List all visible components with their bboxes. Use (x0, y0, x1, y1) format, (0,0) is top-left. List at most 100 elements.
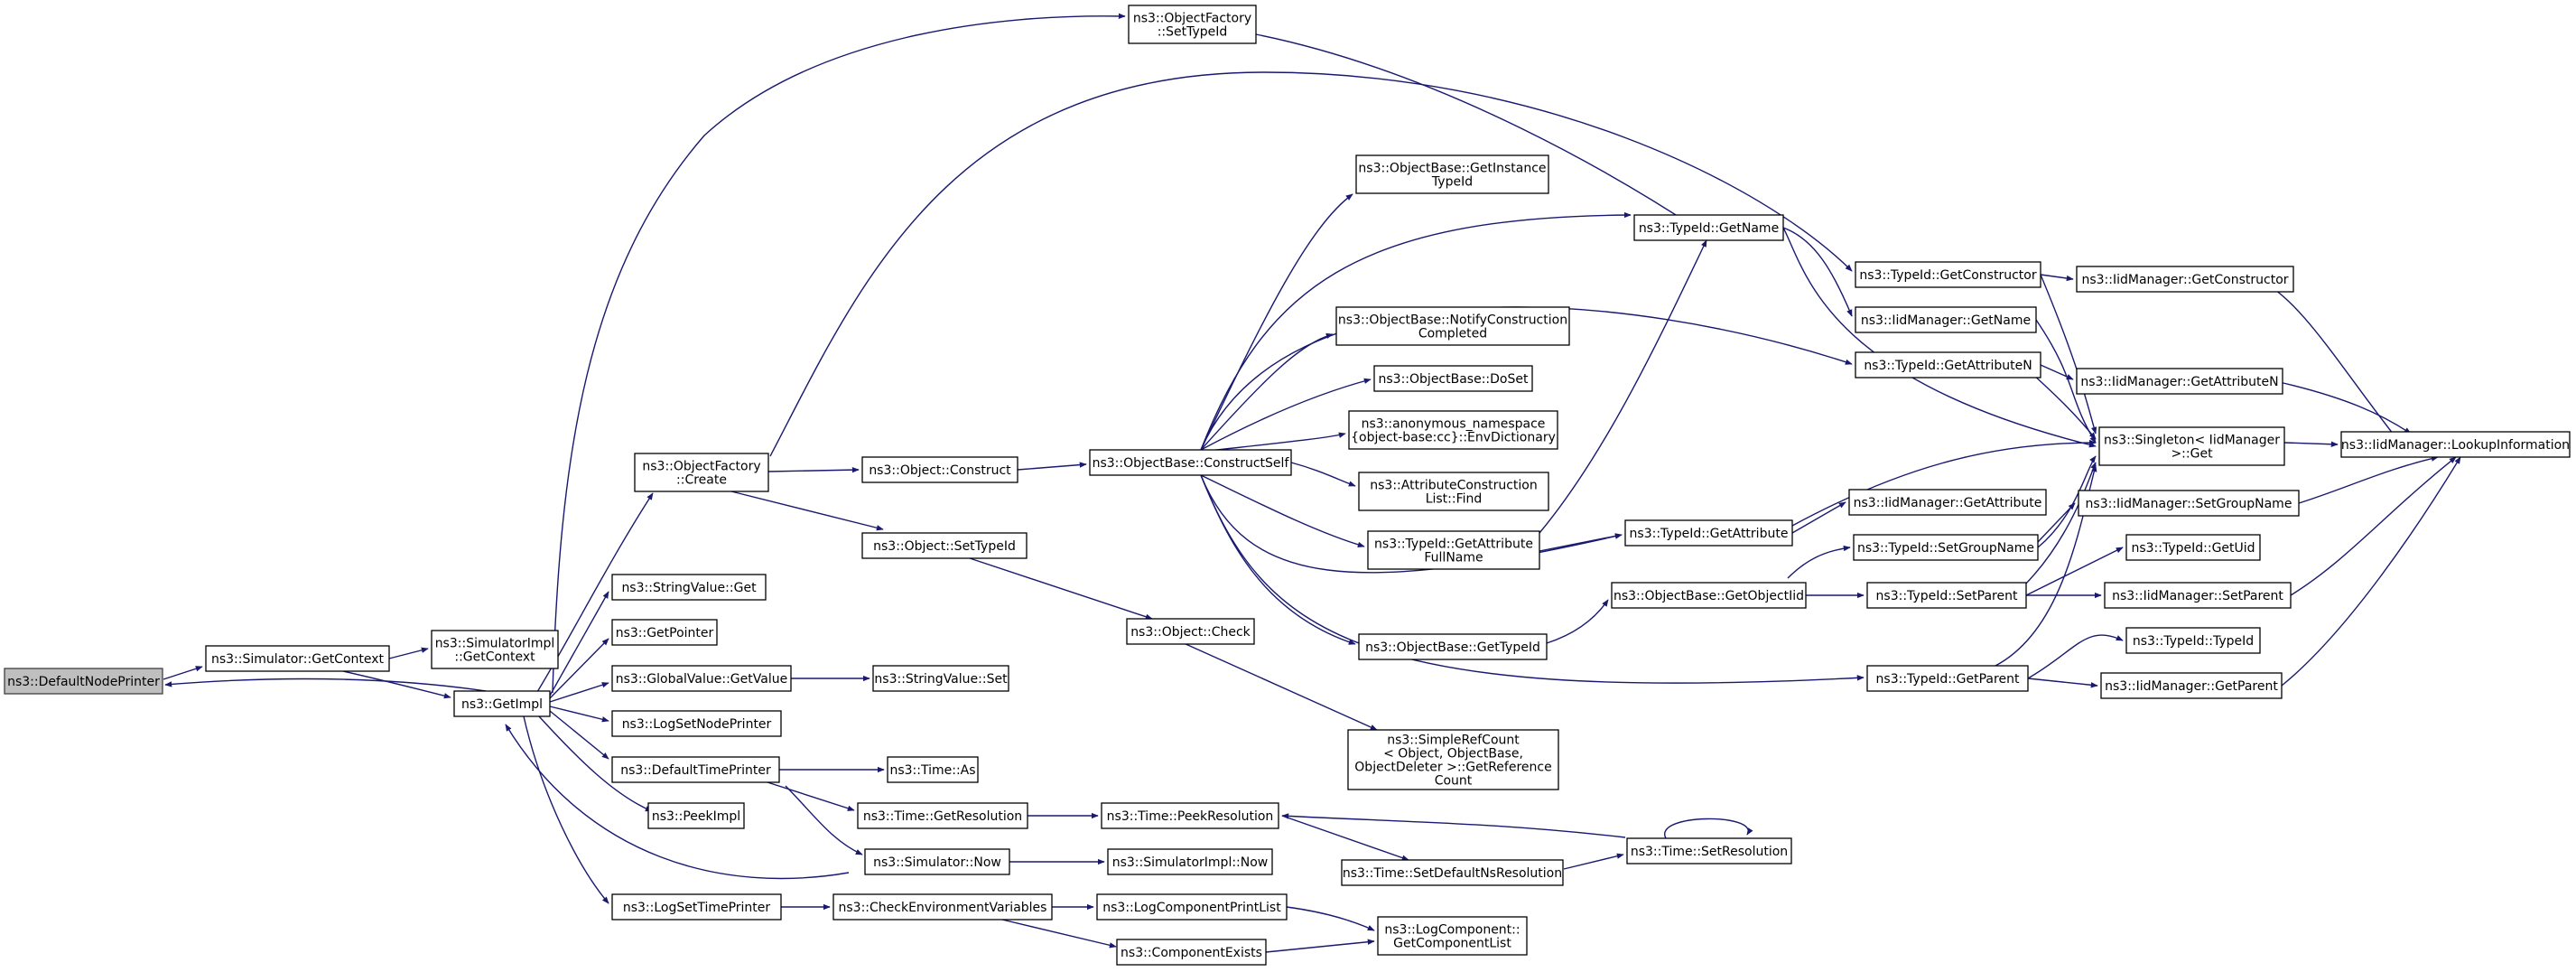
node-label: ns3::Time::GetResolution (863, 809, 1022, 824)
call-edge (505, 724, 850, 880)
node-label: ns3::PeekImpl (652, 809, 740, 824)
function-node-n40[interactable]: ns3::TypeId::GetConstructor (1855, 261, 2041, 288)
node-box (2125, 627, 2261, 654)
call-edge (767, 781, 855, 811)
function-node-n47[interactable]: ns3::IidManager::GetConstructor (2076, 266, 2294, 293)
function-node-n16[interactable]: ns3::Time::As (887, 756, 979, 783)
node-label: ns3::CheckEnvironmentVariables (839, 901, 1047, 915)
node-box (453, 690, 551, 717)
function-node-n6[interactable]: ns3::GetPointer (611, 619, 718, 646)
node-box (1626, 837, 1792, 865)
function-node-n39[interactable]: ns3::Time::SetResolution (1626, 837, 1792, 865)
function-node-n8[interactable]: ns3::LogSetNodePrinter (611, 710, 782, 737)
function-node-n34[interactable]: ns3::Time::SetDefaultNsResolution (1341, 859, 1564, 886)
function-node-n24[interactable]: ns3::LogComponentPrintList (1096, 893, 1288, 921)
node-label: ns3::TypeId::TypeId (2133, 634, 2254, 649)
function-node-n41[interactable]: ns3::IidManager::GetName (1855, 306, 2037, 333)
function-node-n51[interactable]: ns3::TypeId::GetUid (2125, 534, 2261, 561)
node-box (1866, 665, 2029, 692)
function-node-n7[interactable]: ns3::GlobalValue::GetValue (611, 665, 792, 692)
call-edge (1791, 439, 2097, 527)
node-box (2340, 431, 2571, 458)
node-box (1107, 848, 1273, 875)
function-node-n53[interactable]: ns3::TypeId::TypeId (2125, 627, 2261, 654)
node-box (1116, 939, 1267, 966)
function-node-n55[interactable]: ns3::IidManager::LookupInformation (2340, 431, 2571, 458)
node-box (1358, 633, 1548, 660)
node-label: ns3::TypeId::GetUid (2131, 541, 2255, 556)
function-node-n45[interactable]: ns3::TypeId::SetParent (1866, 582, 2027, 609)
function-node-n5[interactable]: ns3::StringValue::Get (611, 574, 767, 601)
function-node-n48[interactable]: ns3::IidManager::GetAttributeN (2076, 368, 2283, 395)
function-node-n35[interactable]: ns3::LogComponent::GetComponentList (1377, 916, 1528, 956)
function-node-n29[interactable]: ns3::anonymous_namespace{object-base:cc}… (1348, 410, 1558, 450)
function-node-n21[interactable]: ns3::Object::Check (1126, 618, 1255, 645)
function-node-n43[interactable]: ns3::IidManager::GetAttribute (1848, 489, 2047, 516)
call-edge (1200, 474, 1365, 548)
function-node-n1[interactable]: ns3::Simulator::GetContext (205, 645, 390, 672)
node-box (2076, 266, 2294, 293)
function-node-n32[interactable]: ns3::ObjectBase::GetTypeId (1358, 633, 1548, 660)
function-node-n2[interactable]: ns3::GetImpl (453, 690, 551, 717)
function-node-n15[interactable]: ns3::StringValue::Set (872, 665, 1009, 692)
function-node-n50[interactable]: ns3::IidManager::SetGroupName (2078, 490, 2300, 517)
function-node-n27[interactable]: ns3::ObjectBase::NotifyConstructionCompl… (1335, 306, 1570, 346)
function-node-n22[interactable]: ns3::Time::PeekResolution (1101, 802, 1279, 829)
function-node-n42[interactable]: ns3::TypeId::GetAttributeN (1855, 351, 2041, 379)
function-node-n11[interactable]: ns3::LogSetTimePrinter (611, 893, 782, 921)
node-label: ns3::IidManager::GetConstructor (2081, 273, 2288, 287)
node-box (857, 802, 1028, 829)
function-node-n33[interactable]: ns3::SimpleRefCount< Object, ObjectBase,… (1347, 729, 1559, 790)
function-node-n54[interactable]: ns3::IidManager::GetParent (2100, 672, 2283, 699)
function-node-n18[interactable]: ns3::Simulator::Now (864, 848, 1010, 875)
function-node-n20[interactable]: ns3::ObjectBase::ConstructSelf (1089, 449, 1292, 476)
node-box (611, 756, 780, 783)
function-node-n14[interactable]: ns3::Object::SetTypeId (861, 532, 1028, 559)
node-box (611, 619, 718, 646)
function-node-n25[interactable]: ns3::ComponentExists (1116, 939, 1267, 966)
function-node-n4[interactable]: ns3::ObjectFactory::Create (634, 453, 769, 492)
function-node-n23[interactable]: ns3::SimulatorImpl::Now (1107, 848, 1273, 875)
function-node-n38[interactable]: ns3::ObjectBase::GetObjectIid (1611, 582, 1807, 609)
node-label: ns3::ObjectFactory (642, 460, 760, 474)
node-label: ns3::GetImpl (461, 697, 543, 712)
node-box (4, 668, 163, 695)
function-node-n52[interactable]: ns3::IidManager::SetParent (2104, 582, 2292, 609)
call-edge (342, 670, 451, 699)
call-edge (1290, 462, 1356, 487)
call-edge (523, 715, 609, 904)
call-edge (549, 638, 609, 699)
call-edge (549, 591, 609, 696)
function-node-n44[interactable]: ns3::TypeId::SetGroupName (1853, 534, 2039, 561)
node-box (1101, 802, 1279, 829)
function-node-n28[interactable]: ns3::ObjectBase::DoSet (1373, 365, 1533, 392)
node-label: ns3::IidManager::SetGroupName (2086, 497, 2292, 511)
node-box (2076, 368, 2283, 395)
function-node-n36[interactable]: ns3::TypeId::GetName (1633, 214, 1784, 241)
function-node-n9[interactable]: ns3::DefaultTimePrinter (611, 756, 780, 783)
function-node-n10[interactable]: ns3::PeekImpl (647, 802, 745, 829)
function-node-n0[interactable]: ns3::DefaultNodePrinter (4, 668, 163, 695)
node-label: >::Get (2171, 447, 2213, 462)
function-node-n46[interactable]: ns3::TypeId::GetParent (1866, 665, 2029, 692)
node-box (1377, 916, 1528, 956)
function-node-n3[interactable]: ns3::SimulatorImpl::GetContext (431, 630, 559, 669)
node-box (611, 710, 782, 737)
function-node-n17[interactable]: ns3::Time::GetResolution (857, 802, 1028, 829)
call-edges (163, 13, 2461, 953)
function-node-n13[interactable]: ns3::Object::Construct (861, 456, 1018, 483)
function-node-n12[interactable]: ns3::ObjectFactory::SetTypeId (1128, 5, 1257, 44)
function-node-n37[interactable]: ns3::TypeId::GetAttribute (1624, 519, 1793, 547)
node-label: ns3::ObjectFactory (1133, 12, 1251, 26)
node-label: ns3::Simulator::GetContext (211, 652, 385, 667)
function-node-n49[interactable]: ns3::Singleton< IidManager >::Get (2098, 426, 2285, 466)
function-node-n19[interactable]: ns3::CheckEnvironmentVariables (832, 893, 1053, 921)
node-label: ns3::TypeId::GetAttribute (1374, 537, 1533, 552)
node-label: ns3::ObjectBase::GetObjectIid (1613, 589, 1804, 603)
call-edge (1782, 227, 2097, 448)
node-label: ns3::GetPointer (616, 626, 714, 640)
call-edge (1563, 853, 1624, 870)
